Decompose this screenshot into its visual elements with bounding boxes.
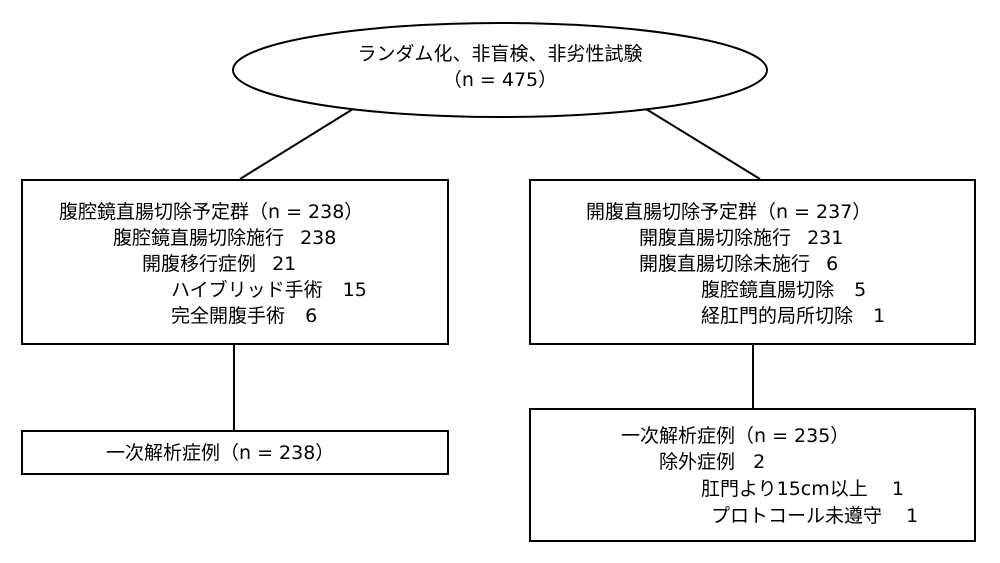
exclusion-reason-protocol-row: プロトコール未遵守 1: [711, 504, 918, 528]
item-label: ハイブリッド手術: [171, 279, 323, 301]
open-performed-row: 開腹直腸切除施行 231: [639, 226, 843, 250]
open-surgery-arm-box: 開腹直腸切除予定群（n = 237） 開腹直腸切除施行 231 開腹直腸切除未施…: [529, 179, 976, 345]
randomization-total-n: （n = 475）: [442, 69, 558, 91]
exclusion-reason-distance-row: 肛門より15cm以上 1: [701, 477, 904, 501]
item-label: 開腹直腸切除未施行: [639, 253, 811, 275]
item-label: 開腹移行症例: [142, 253, 257, 275]
item-label: 腹腔鏡直腸切除: [701, 279, 835, 301]
item-label: 開腹直腸切除施行: [639, 227, 792, 249]
item-label: 除外症例: [659, 451, 736, 473]
laparoscopic-analysis-title: 一次解析症例（n = 238）: [106, 442, 335, 464]
connector-root-to-left: [239, 108, 354, 180]
item-count: 6: [305, 305, 318, 327]
conversion-cases-row: 開腹移行症例 21: [142, 252, 296, 276]
connector-root-to-right: [645, 108, 761, 180]
item-count: 2: [753, 451, 766, 473]
excluded-cases-row: 除外症例 2: [659, 450, 765, 474]
item-label: 肛門より15cm以上: [701, 478, 868, 500]
open-surgery-arm-title: 開腹直腸切除予定群（n = 237）: [586, 201, 872, 223]
open-analysis-title: 一次解析症例（n = 235）: [621, 425, 850, 447]
laparoscopic-arm-title: 腹腔鏡直腸切除予定群（n = 238）: [59, 201, 364, 223]
laparoscopic-performed-row: 腹腔鏡直腸切除施行 238: [113, 226, 336, 250]
item-count: 231: [807, 227, 844, 249]
laparoscopic-resection-row: 腹腔鏡直腸切除 5: [701, 278, 866, 302]
laparoscopic-arm-box: 腹腔鏡直腸切除予定群（n = 238） 腹腔鏡直腸切除施行 238 開腹移行症例…: [21, 179, 449, 345]
randomization-ellipse: [232, 22, 768, 118]
item-count: 238: [300, 227, 337, 249]
item-count: 21: [272, 253, 297, 275]
open-surgery-analysis-box: 一次解析症例（n = 235） 除外症例 2 肛門より15cm以上 1 プロトコ…: [529, 408, 976, 542]
open-not-performed-row: 開腹直腸切除未施行 6: [639, 252, 838, 276]
item-count: 5: [854, 279, 867, 301]
item-count: 15: [342, 279, 367, 301]
item-label: 経肛門的局所切除: [701, 305, 854, 327]
laparoscopic-analysis-box: 一次解析症例（n = 238）: [21, 430, 449, 475]
item-count: 6: [826, 253, 839, 275]
item-count: 1: [891, 478, 904, 500]
full-open-surgery-row: 完全開腹手術 6: [171, 304, 317, 328]
hybrid-surgery-row: ハイブリッド手術 15: [171, 278, 367, 302]
item-label: 完全開腹手術: [171, 305, 286, 327]
item-count: 1: [873, 305, 886, 327]
item-label: 腹腔鏡直腸切除施行: [113, 227, 285, 249]
item-count: 1: [906, 505, 919, 527]
randomization-title: ランダム化、非盲検、非劣性試験: [357, 43, 643, 65]
transanal-excision-row: 経肛門的局所切除 1: [701, 304, 885, 328]
item-label: プロトコール未遵守: [711, 505, 883, 527]
